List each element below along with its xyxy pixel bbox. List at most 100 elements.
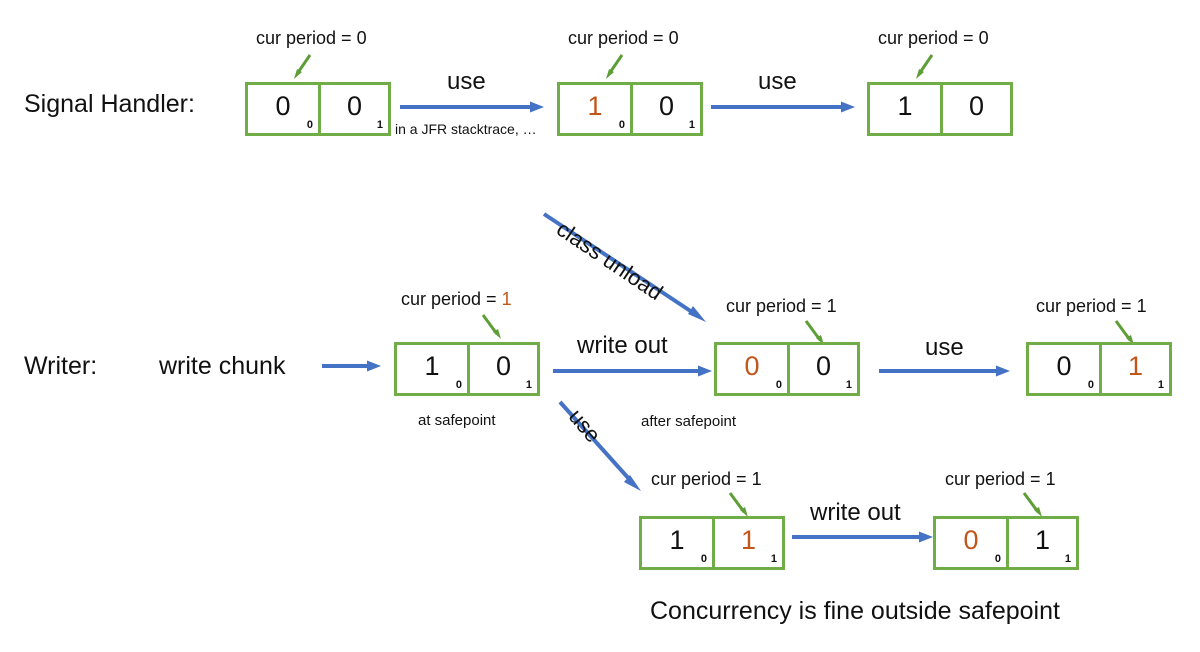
memory-cell[interactable]: 1 1 [1006,519,1076,567]
memory-box-wr-3[interactable]: 0 0 1 1 [1026,342,1172,396]
memory-cell[interactable]: 0 1 [787,345,857,393]
memory-cell[interactable]: 1 1 [712,519,782,567]
cell-value: 0 [495,350,512,381]
cur-period-prefix: cur period = [401,289,502,309]
memory-box-wr-5[interactable]: 0 0 1 1 [933,516,1079,570]
cur-period-label-wr-3: cur period = 1 [1036,296,1147,317]
green-pointer-icon-wr-4 [724,490,754,520]
arrow-label-wr-use-1: use [925,334,964,361]
blue-diagonal-arrow-icon-class-unload [540,210,715,330]
cell-value: 0 [963,524,979,555]
cell-index: 0 [994,553,1001,565]
cur-period-value: 1 [1136,296,1147,316]
cell-index: 1 [376,119,383,131]
arrow-label-sh-use-2: use [758,68,797,95]
memory-cell[interactable]: 0 1 [318,85,388,133]
cur-period-label-wr-5: cur period = 1 [945,469,1056,490]
cell-value: 1 [587,90,603,121]
cell-index: 1 [845,379,852,391]
cell-value: 1 [740,524,757,555]
memory-cell[interactable]: 0 0 [248,85,318,133]
cur-period-prefix: cur period = [1036,296,1137,316]
memory-box-wr-2[interactable]: 0 0 0 1 [714,342,860,396]
cur-period-label-sh-3: cur period = 0 [878,28,989,49]
cur-period-label-wr-4: cur period = 1 [651,469,762,490]
memory-cell[interactable]: 1 0 [560,85,630,133]
cur-period-prefix: cur period = [726,296,827,316]
note-after-safepoint: after safepoint [641,413,737,430]
cell-index: 0 [700,553,707,565]
cur-period-value: 0 [668,28,679,48]
cur-period-prefix: cur period = [878,28,979,48]
cell-index: 1 [770,553,777,565]
memory-box-wr-1[interactable]: 1 0 0 1 [394,342,540,396]
cell-value: 0 [815,350,832,381]
cell-value: 1 [669,524,685,555]
cur-period-value: 0 [978,28,989,48]
cell-value: 1 [1127,350,1144,381]
memory-cell[interactable]: 1 0 [642,519,712,567]
green-pointer-icon-sh-1 [288,52,318,82]
memory-cell[interactable]: 1 [870,85,940,133]
cur-period-prefix: cur period = [568,28,669,48]
cell-value: 0 [275,90,291,121]
cell-value: 0 [1056,350,1072,381]
cell-index: 1 [1064,553,1071,565]
arrow-sublabel-sh-jfr: in a JFR stacktrace, … [395,121,537,137]
memory-cell[interactable]: 0 0 [936,519,1006,567]
green-pointer-icon-wr-5 [1018,490,1048,520]
green-pointer-icon-sh-2 [600,52,630,82]
note-at-safepoint: at safepoint [418,412,496,429]
blue-arrow-icon-write-out-1 [553,364,713,378]
cur-period-label-wr-2: cur period = 1 [726,296,837,317]
arrow-label-sh-use-1: use [447,68,486,95]
blue-arrow-icon-sh-2 [711,100,856,114]
blue-arrow-icon-write-out-2 [792,530,934,544]
cell-value: 0 [744,350,760,381]
memory-box-sh-1[interactable]: 0 0 0 1 [245,82,391,136]
memory-cell[interactable]: 0 1 [630,85,700,133]
write-chunk-label: write chunk [159,352,286,380]
bottom-caption: Concurrency is fine outside safepoint [650,597,1060,625]
cell-value: 1 [897,90,913,121]
cur-period-value: 0 [356,28,367,48]
cur-period-prefix: cur period = [256,28,357,48]
cur-period-value: 1 [826,296,837,316]
cur-period-label-sh-2: cur period = 0 [568,28,679,49]
memory-cell[interactable]: 1 0 [397,345,467,393]
cur-period-value: 1 [501,289,512,309]
memory-cell[interactable]: 0 1 [467,345,537,393]
cur-period-value: 1 [1045,469,1056,489]
memory-cell[interactable]: 1 1 [1099,345,1169,393]
cell-value: 0 [658,90,675,121]
arrow-label-write-out-1: write out [577,332,668,359]
cell-index: 0 [618,119,625,131]
memory-box-sh-3[interactable]: 1 0 [867,82,1013,136]
blue-diagonal-arrow-icon-use [556,398,656,498]
memory-cell[interactable]: 0 0 [717,345,787,393]
cell-index: 0 [1087,379,1094,391]
cell-index: 0 [306,119,313,131]
signal-handler-row-label: Signal Handler: [24,90,195,118]
blue-arrow-icon-sh-1 [400,100,545,114]
green-pointer-icon-sh-3 [910,52,940,82]
cell-index: 0 [455,379,462,391]
blue-arrow-icon-write-chunk [322,359,382,373]
cur-period-label-sh-1: cur period = 0 [256,28,367,49]
cell-value: 1 [1034,524,1051,555]
cell-index: 1 [688,119,695,131]
arrow-label-write-out-2: write out [810,499,901,526]
cell-index: 1 [525,379,532,391]
cell-value: 0 [968,90,985,121]
writer-row-label: Writer: [24,352,98,380]
cur-period-prefix: cur period = [651,469,752,489]
cell-value: 0 [346,90,363,121]
memory-cell[interactable]: 0 [940,85,1010,133]
cell-index: 1 [1157,379,1164,391]
memory-box-wr-4[interactable]: 1 0 1 1 [639,516,785,570]
memory-box-sh-2[interactable]: 1 0 0 1 [557,82,703,136]
cur-period-label-wr-1: cur period = 1 [401,289,512,310]
cell-index: 0 [775,379,782,391]
memory-cell[interactable]: 0 0 [1029,345,1099,393]
cell-value: 1 [424,350,440,381]
